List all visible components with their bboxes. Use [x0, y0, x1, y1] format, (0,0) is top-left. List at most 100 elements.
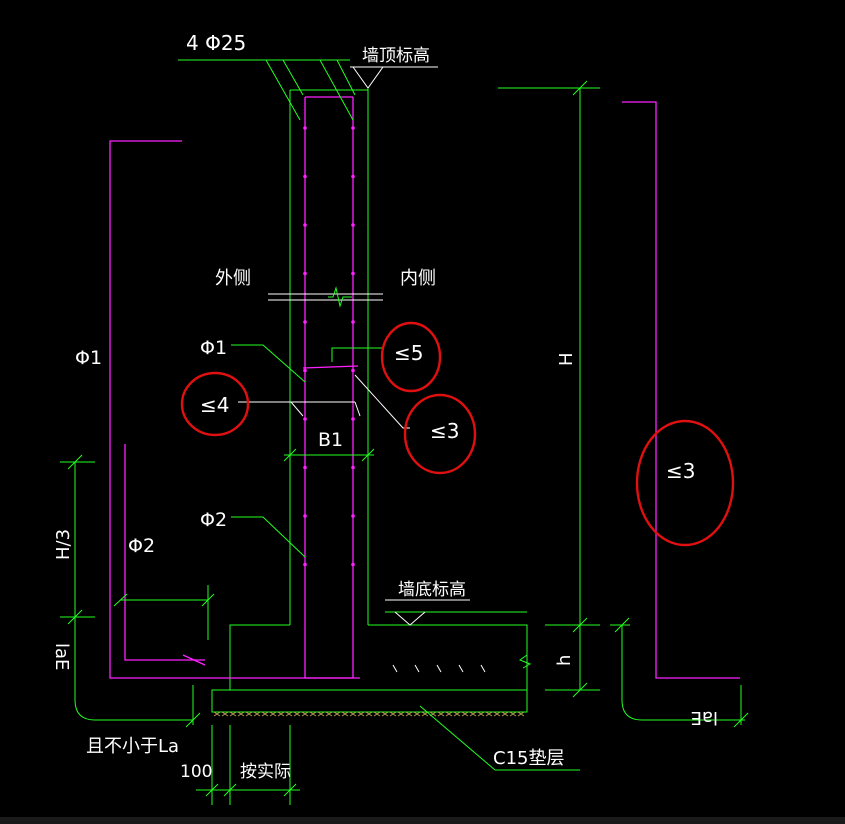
hatch-line [261, 711, 269, 717]
highlight-marks [180, 321, 735, 547]
hatch-line [365, 711, 373, 717]
rebar-dot [351, 271, 355, 276]
hatch-line [237, 711, 245, 717]
hatch-line [421, 711, 429, 717]
rebar-dot [351, 514, 355, 518]
rebar-dot [303, 223, 307, 227]
b1-dimension [283, 448, 375, 462]
footing-slash [480, 664, 486, 673]
rebar-dot [303, 271, 307, 276]
hatch-line [381, 711, 389, 717]
not-less-la-label: 且不小于La [86, 736, 179, 757]
footing-slash [458, 664, 464, 673]
hatch-line [469, 711, 477, 717]
rebar-dot [303, 320, 307, 324]
rebar [109, 96, 740, 679]
top-leaders [178, 59, 438, 121]
hatch-line [213, 711, 221, 717]
hatch-line [397, 711, 405, 717]
right-dimensions [385, 80, 600, 698]
hatch-line [405, 711, 413, 717]
hatch-line [445, 711, 453, 717]
cushion-hatch [213, 711, 525, 717]
highlight-circle-le5 [380, 321, 442, 393]
hatch-line [341, 711, 349, 717]
h-upper-label: H [556, 352, 577, 366]
bottom-dimensions [196, 705, 580, 805]
le4-label: ≤4 [200, 393, 229, 417]
lae-left-label: laE [51, 643, 72, 670]
footing-slash [414, 664, 420, 673]
hatch-line [453, 711, 461, 717]
rebar-dot [351, 320, 355, 324]
lae-right-label: laE [691, 707, 718, 728]
footing-slash [392, 664, 398, 673]
hatch-line [221, 711, 229, 717]
hatch-line [317, 711, 325, 717]
h-lower-label: h [554, 655, 575, 666]
top-rebar-label: 4 Φ25 [186, 31, 246, 55]
rebar-dot [303, 368, 307, 373]
wall-outline [211, 89, 528, 713]
rebar-dot [351, 465, 355, 470]
rebar-dot [303, 562, 307, 567]
hatch-line [333, 711, 341, 717]
rebar-dot [351, 174, 355, 179]
le5-label: ≤5 [394, 341, 423, 365]
rebar-dot [351, 562, 355, 567]
rebar-dot [303, 417, 307, 421]
rebar-dot [351, 417, 355, 421]
hatch-line [509, 711, 517, 717]
le3-mid-label: ≤3 [430, 419, 459, 443]
wall-top-elev-label: 墙顶标高 [362, 46, 430, 66]
hatch-line [325, 711, 333, 717]
h-third-label: H/3 [53, 529, 74, 560]
bottom-strip [0, 817, 845, 824]
footing-slash [436, 664, 442, 673]
hatch-line [373, 711, 381, 717]
b1-label: B1 [318, 429, 343, 451]
highlight-circle-le4 [180, 371, 250, 437]
inner-side-label: 内侧 [400, 268, 436, 289]
hatch-line [413, 711, 421, 717]
phi1-left-label: Φ1 [75, 347, 102, 369]
phi2-mid-label: Φ2 [200, 509, 227, 531]
wall-bottom-elev-mark [385, 599, 470, 626]
hatch-line [517, 711, 525, 717]
mid-leaders [231, 344, 410, 558]
rebar-dot [351, 368, 355, 373]
rebar-dot [303, 126, 307, 130]
le3-right-label: ≤3 [666, 459, 695, 483]
rebar-dots [303, 126, 355, 567]
c15-cushion-label: C15垫层 [493, 748, 564, 769]
rebar-dot [351, 223, 355, 227]
break-line [268, 286, 383, 308]
rebar-dot [351, 126, 355, 130]
outer-side-label: 外侧 [215, 268, 251, 289]
wall-bottom-elev-label: 墙底标高 [398, 580, 466, 600]
left-dimensions [60, 454, 215, 728]
hatch-line [357, 711, 365, 717]
hatch-line [229, 711, 237, 717]
hatch-line [269, 711, 277, 717]
hatch-line [493, 711, 501, 717]
hatch-line [389, 711, 397, 717]
phi1-mid-label: Φ1 [200, 337, 227, 359]
labels: 4 Φ25 墙顶标高 外侧 内侧 Φ1 Φ1 Φ2 Φ2 ≤5 ≤4 ≤3 ≤3… [51, 31, 718, 782]
dim-100-label: 100 [180, 762, 212, 782]
highlight-circle-le3-right [635, 419, 735, 547]
hatch-line [285, 711, 293, 717]
hatch-line [461, 711, 469, 717]
hatch-line [485, 711, 493, 717]
hatch-line [349, 711, 357, 717]
rebar-dot [303, 514, 307, 518]
hatch-line [277, 711, 285, 717]
hatch-line [477, 711, 485, 717]
rebar-dot [303, 465, 307, 470]
hatch-line [245, 711, 253, 717]
footing-marks [392, 664, 486, 673]
hatch-line [309, 711, 317, 717]
hatch-line [253, 711, 261, 717]
rebar-dot [303, 174, 307, 179]
phi2-left-label: Φ2 [128, 535, 155, 557]
